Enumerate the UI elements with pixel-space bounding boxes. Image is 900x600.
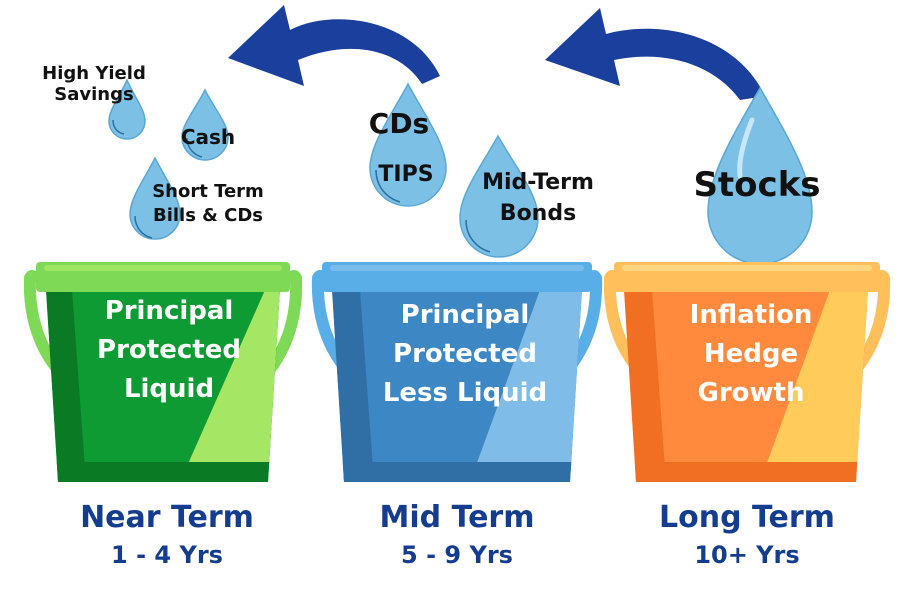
label-stocks: Stocks <box>693 165 821 205</box>
bucket-icon <box>322 262 592 482</box>
curved-arrow-icon <box>228 5 440 86</box>
bucket-long-term <box>603 262 891 482</box>
water-drop-icon <box>108 78 146 140</box>
arrow-long-to-mid <box>545 8 765 100</box>
term-long-years: 10+ Yrs <box>694 541 800 569</box>
bucket-mid-term <box>311 262 603 482</box>
term-mid-name: Mid Term <box>379 500 535 535</box>
label-cds: CDs <box>368 107 430 140</box>
bucket-near-label: Principal Protected Liquid <box>97 296 241 404</box>
drop-high-yield-savings <box>108 78 146 140</box>
term-mid-years: 5 - 9 Yrs <box>401 541 513 569</box>
water-drop-icon <box>181 88 229 161</box>
drop-cds-tips <box>369 82 447 207</box>
arrow-mid-to-near <box>228 5 440 86</box>
term-near-years: 1 - 4 Yrs <box>111 541 223 569</box>
drop-short-term <box>129 156 181 240</box>
water-drop-icon <box>459 134 539 258</box>
label-short-term: Short Term Bills & CDs <box>152 181 264 227</box>
label-tips: TIPS <box>378 162 434 187</box>
label-cash: Cash <box>180 125 236 149</box>
drop-cash <box>181 88 229 161</box>
term-mid: Mid Term 5 - 9 Yrs <box>317 500 597 570</box>
term-near: Near Term 1 - 4 Yrs <box>27 500 307 570</box>
curved-arrow-icon <box>545 8 765 100</box>
term-long: Long Term 10+ Yrs <box>607 500 887 570</box>
drop-mid-term-bonds <box>459 134 539 258</box>
label-mid-term-bonds: Mid-Term Bonds <box>482 170 594 226</box>
label-high-yield-savings: High Yield Savings <box>42 63 146 105</box>
bucket-long-label: Inflation Hedge Growth <box>689 300 813 408</box>
term-long-name: Long Term <box>659 500 835 535</box>
bucket-mid-label: Principal Protected Less Liquid <box>382 300 548 408</box>
bucket-near-term <box>23 262 303 482</box>
water-drop-icon <box>369 82 447 207</box>
bucket-icon <box>36 262 290 482</box>
water-drop-icon <box>129 156 181 240</box>
term-near-name: Near Term <box>80 500 254 535</box>
bucket-icon <box>614 262 880 482</box>
